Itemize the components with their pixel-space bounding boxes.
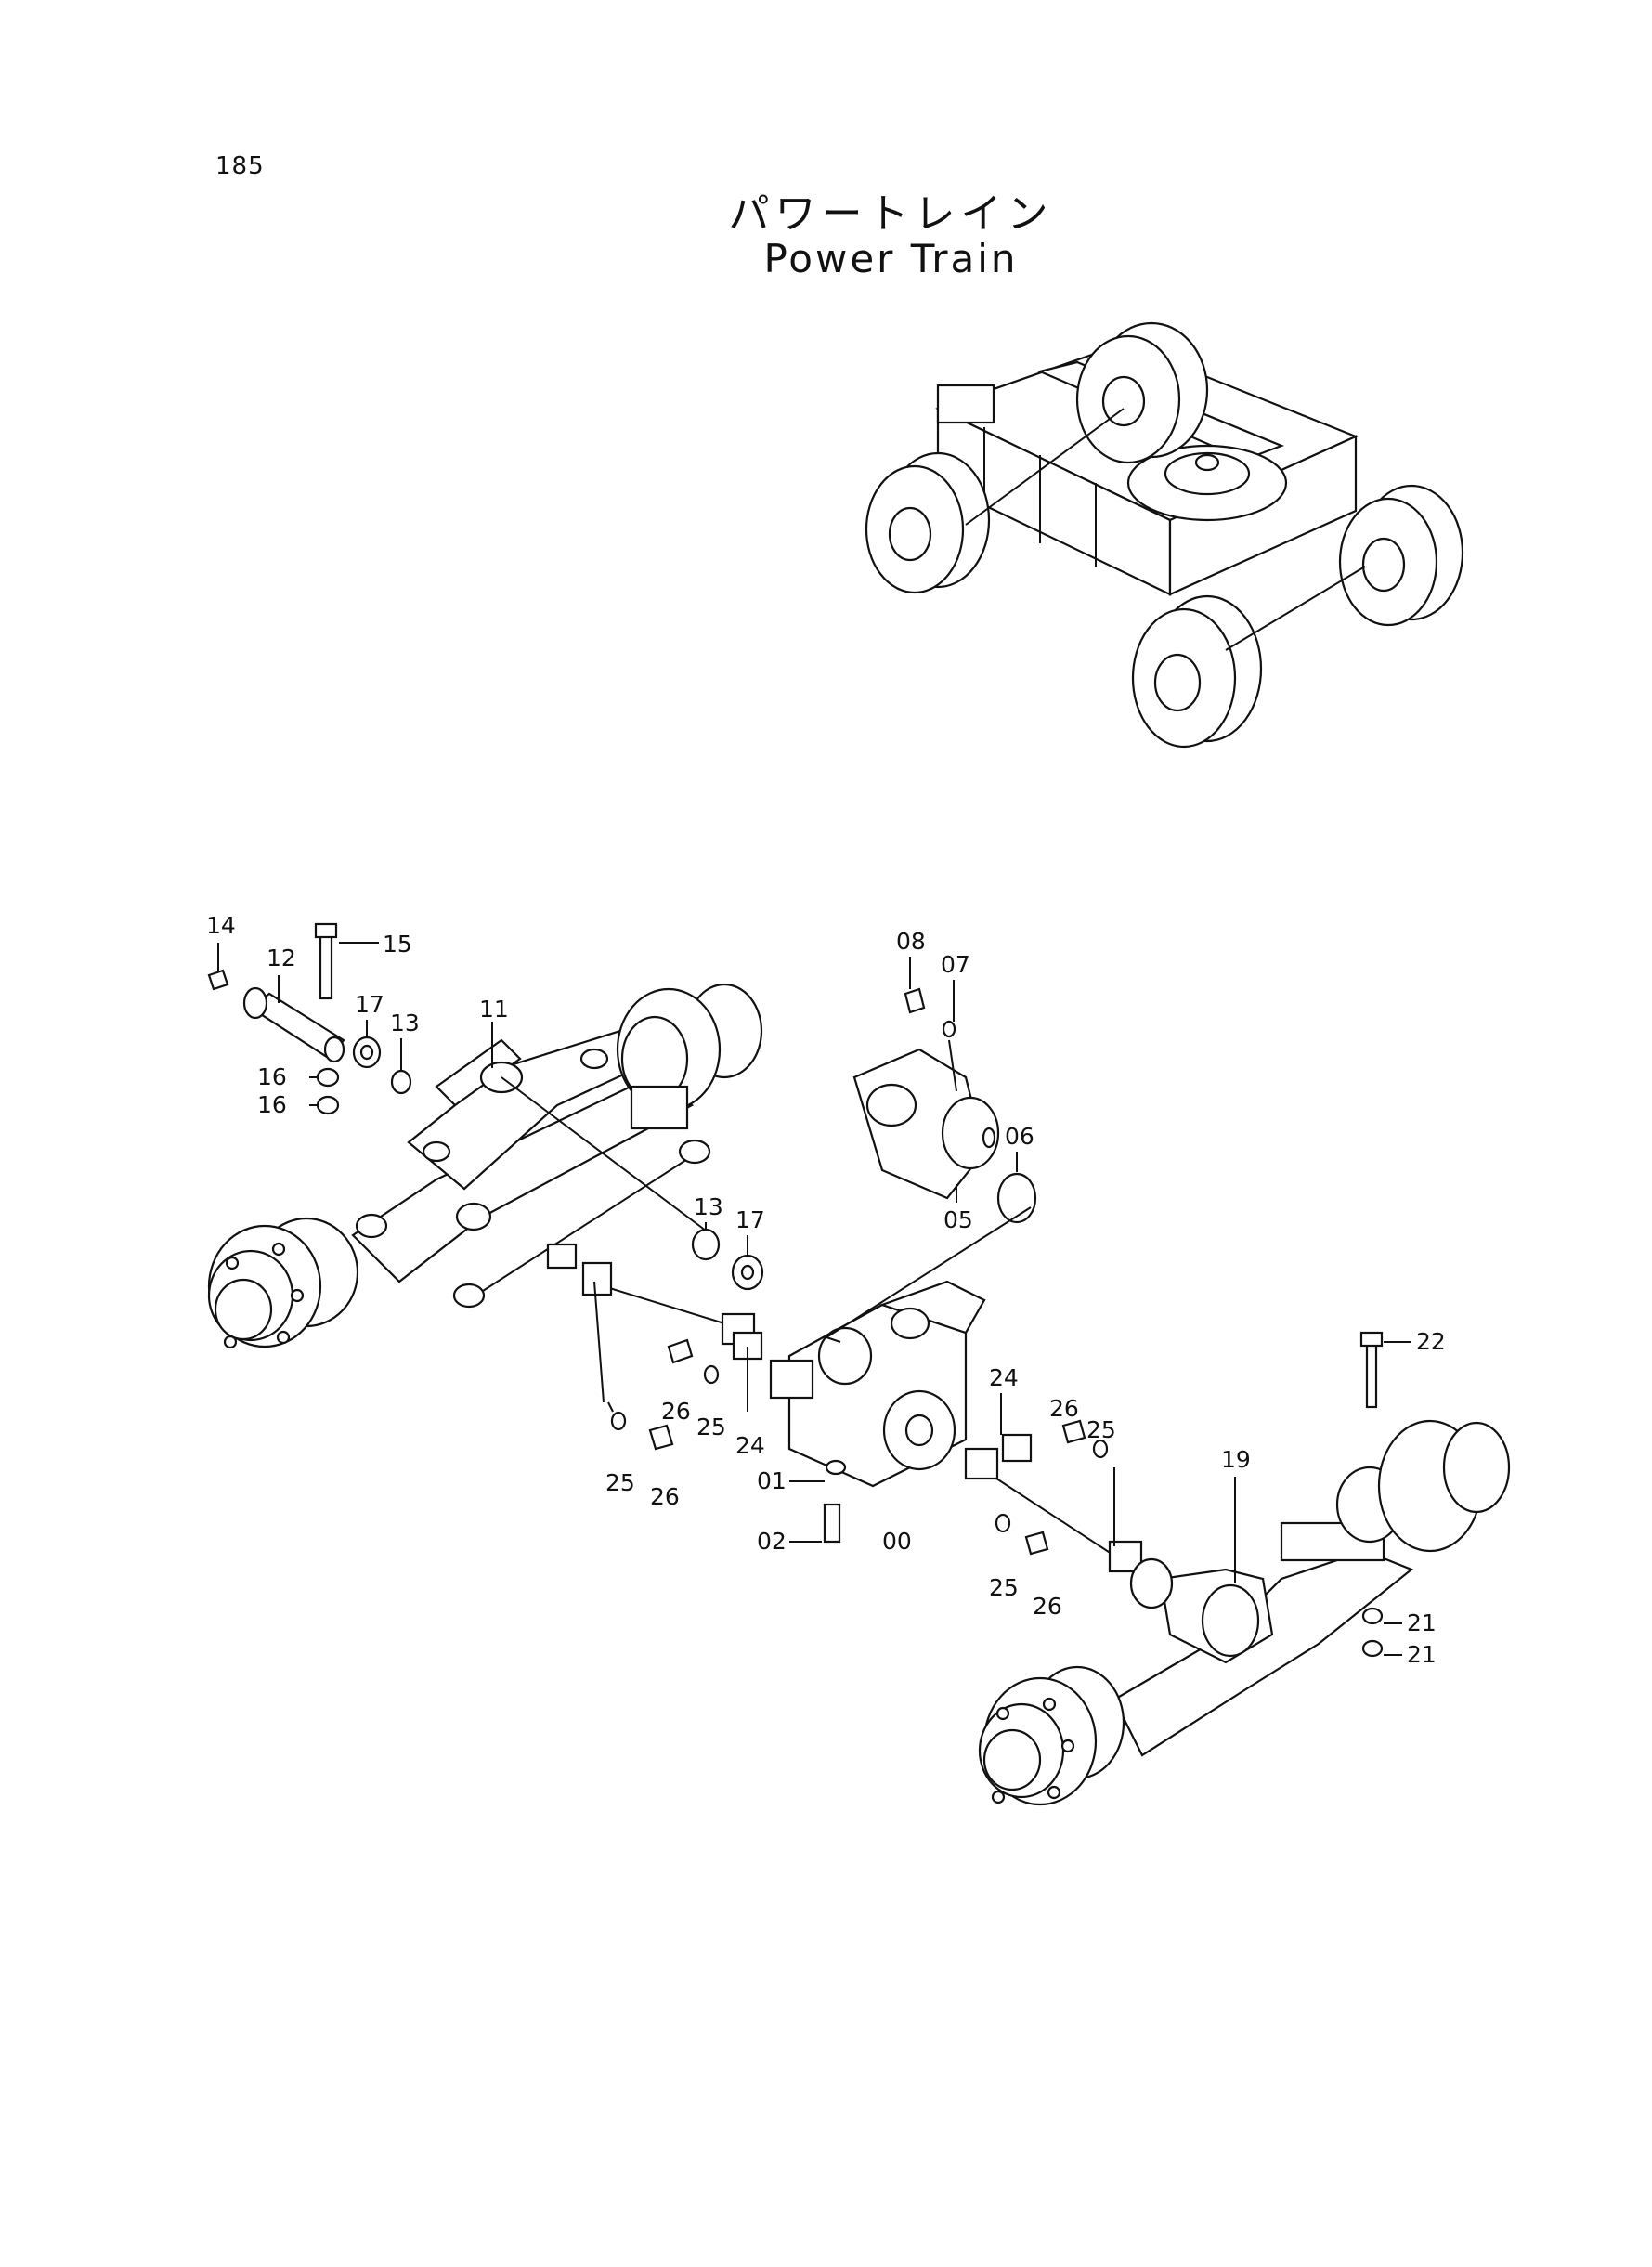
callout-00: 00 (882, 1528, 912, 1555)
callout-06: 06 (1005, 1123, 1034, 1150)
callout-25: 25 (989, 1574, 1019, 1601)
chassis-wheel-back-right (1338, 484, 1464, 627)
callout-13: 13 (390, 1010, 420, 1036)
callout-21: 21 (1407, 1641, 1437, 1668)
callout-17: 17 (735, 1206, 765, 1233)
callout-01: 01 (757, 1467, 787, 1494)
chassis-wheel-front-right (1131, 594, 1263, 749)
leader-lines (217, 942, 1411, 1656)
callout-26: 26 (650, 1483, 680, 1510)
callout-22: 22 (1416, 1328, 1446, 1355)
title-japanese: パワートレイン (728, 190, 1054, 238)
callout-25: 25 (696, 1414, 726, 1440)
title-english: Power Train (763, 236, 1019, 281)
front-propeller-shaft (546, 1243, 763, 1451)
callout-13: 13 (694, 1193, 723, 1220)
callout-07: 07 (941, 951, 970, 978)
pivot-pin-parts (207, 922, 764, 1291)
hydraulic-motor-05 (852, 987, 1037, 1224)
callout-25: 25 (605, 1469, 635, 1496)
callout-16: 16 (257, 1091, 287, 1118)
callout-26: 26 (661, 1398, 691, 1425)
callout-15: 15 (383, 931, 412, 958)
callout-24: 24 (989, 1364, 1019, 1391)
callout-05: 05 (943, 1206, 973, 1233)
callout-24: 24 (735, 1432, 765, 1459)
chassis-wheel-front-left (865, 451, 991, 594)
page-number: 185 (215, 152, 265, 180)
chassis-overview-illustration (865, 321, 1464, 749)
callout-21: 21 (1407, 1609, 1437, 1636)
callout-14: 14 (206, 912, 236, 939)
callout-16: 16 (257, 1063, 287, 1090)
callout-17: 17 (355, 991, 384, 1018)
callout-02: 02 (757, 1528, 787, 1555)
rear-axle-assembly (978, 1331, 1511, 1806)
rear-left-hub (978, 1665, 1125, 1806)
callout-25: 25 (1086, 1416, 1116, 1443)
callout-19: 19 (1221, 1446, 1251, 1473)
callout-26: 26 (1033, 1593, 1062, 1620)
callout-labels: 14 12 15 17 13 16 16 11 13 17 08 07 06 0… (206, 912, 1446, 1668)
front-axle-assembly (207, 983, 763, 1349)
callout-12: 12 (267, 945, 296, 971)
transmission-00 (769, 1280, 986, 1544)
callout-26: 26 (1049, 1395, 1079, 1422)
chassis-wheel-back-left (1075, 321, 1209, 464)
front-right-hub (579, 983, 763, 1130)
callout-11: 11 (479, 996, 509, 1023)
callout-08: 08 (896, 928, 926, 955)
front-left-hub (207, 1217, 359, 1349)
rear-propeller-shaft (964, 1419, 1143, 1573)
